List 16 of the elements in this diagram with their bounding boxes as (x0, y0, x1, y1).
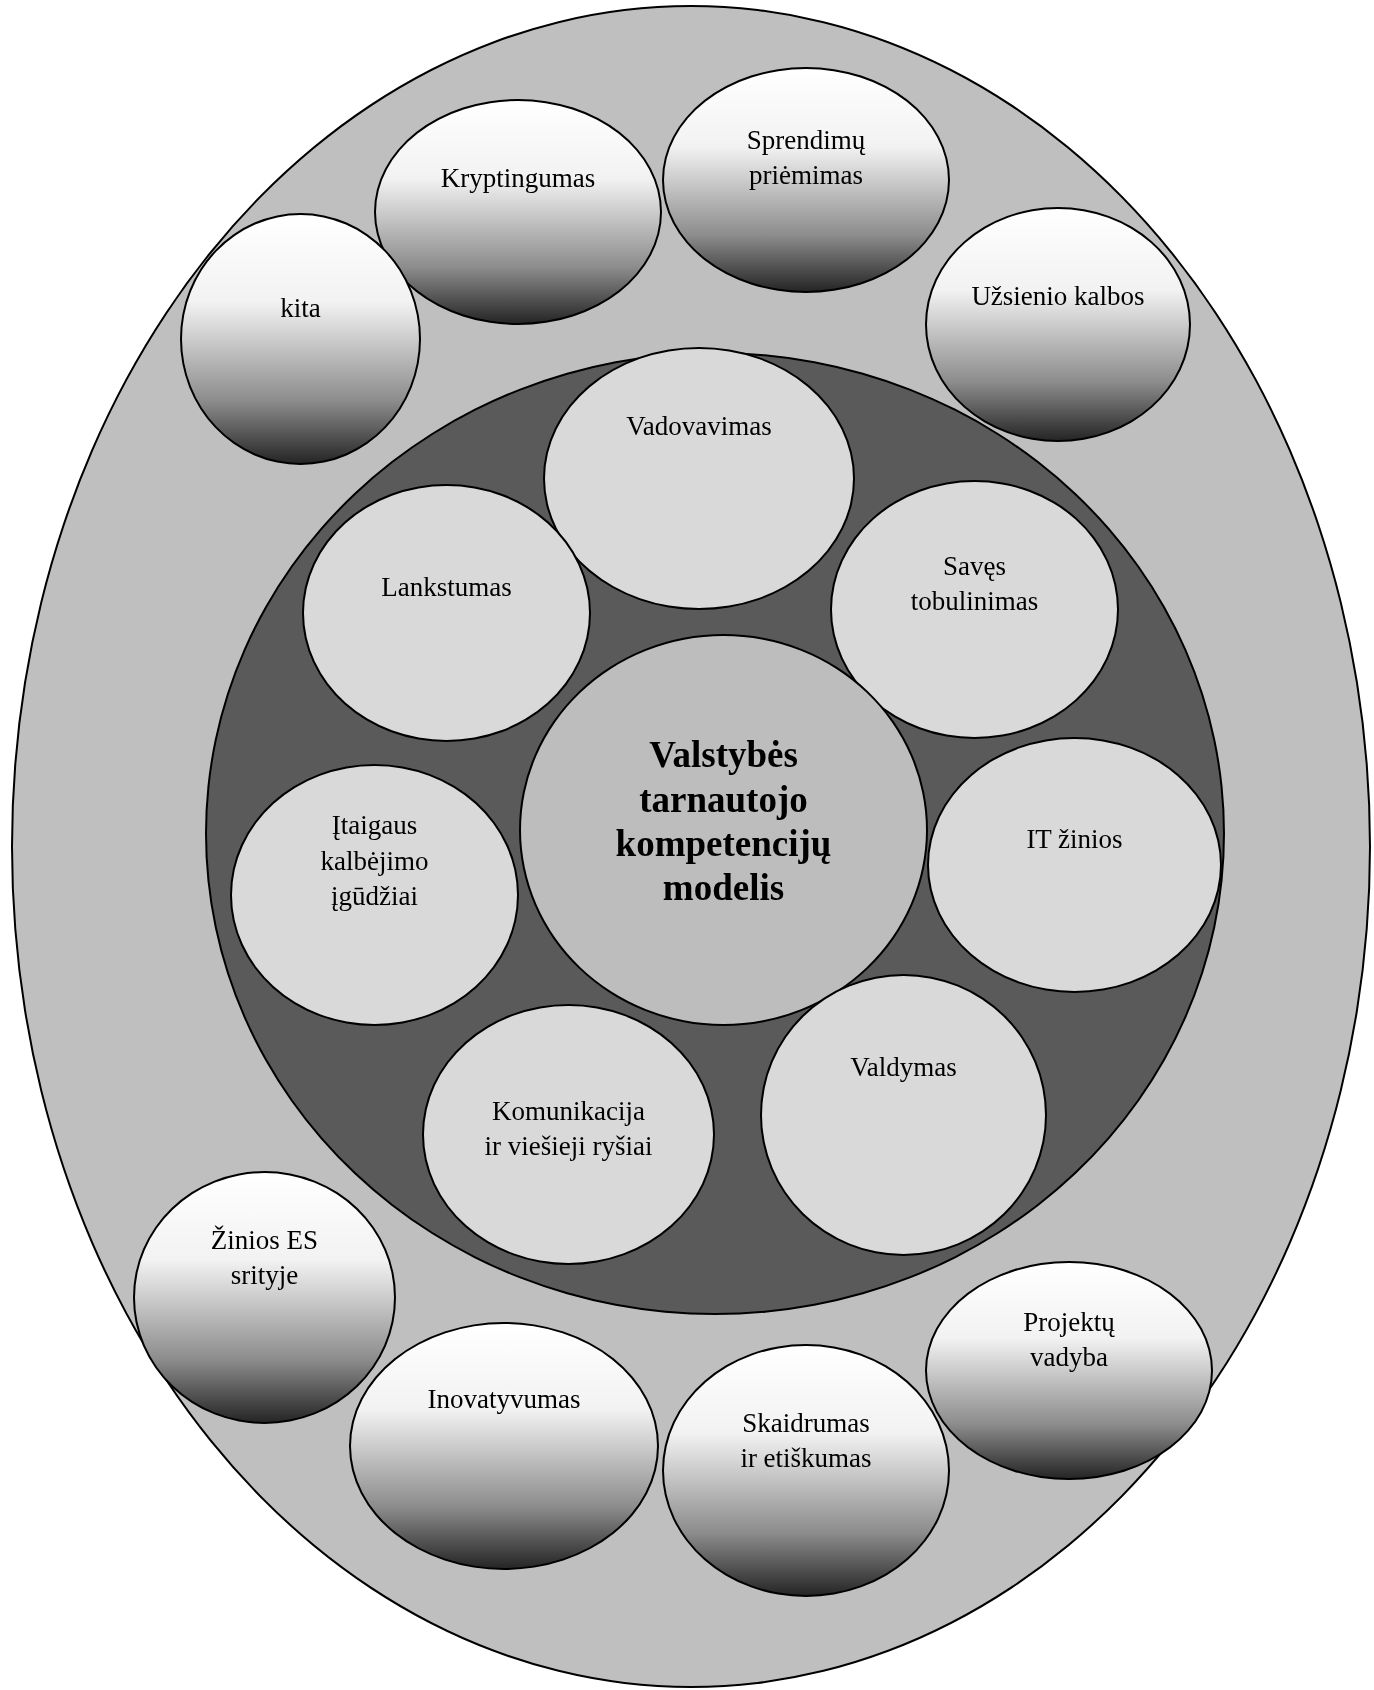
circle-label: Lankstumas (380, 571, 513, 605)
circle-label: Komunikacija ir viešieji ryšiai (483, 1095, 654, 1164)
circle-label: Projektų vadyba (1022, 1306, 1116, 1375)
circle-label: Savęs tobulinimas (909, 549, 1040, 618)
circle-label: Vadovavimas (625, 410, 773, 444)
circle-label: kita (279, 292, 322, 326)
circle-label: Kryptingumas (439, 162, 597, 196)
circle-label: Inovatyvumas (426, 1383, 582, 1417)
circle-label: IT žinios (1025, 823, 1124, 857)
circle-label: Įtaigaus kalbėjimo įgūdžiai (319, 809, 430, 913)
circle-label: Žinios ES srityje (209, 1223, 320, 1292)
circle-label: Sprendimų priėmimas (745, 123, 867, 192)
model-title-label: Valstybės tarnautojo kompetencijų modelis (614, 733, 833, 911)
circle-label: Skaidrumas ir etiškumas (739, 1406, 873, 1475)
circle-label: Valdymas (849, 1051, 958, 1085)
circle-label: Užsienio kalbos (970, 280, 1146, 314)
